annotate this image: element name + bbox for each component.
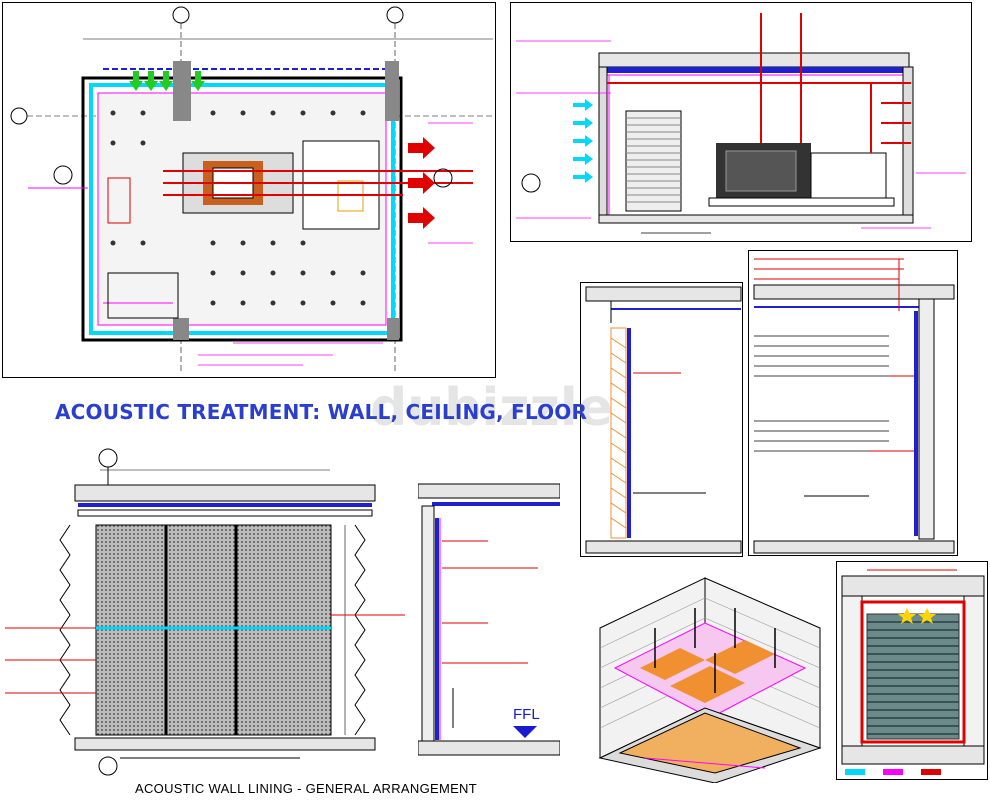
section-a-drawing: [511, 3, 971, 241]
wall-lining-section-drawing: [418, 478, 560, 760]
isometric-ceiling: [585, 568, 830, 783]
acoustic-wall-panel: [748, 250, 958, 556]
acoustic-louvre-panel: [580, 282, 743, 557]
ffl-marker-icon: [513, 726, 537, 738]
acoustic-louvre-drawing: [581, 283, 742, 556]
wall-lining-section: [418, 478, 560, 760]
floor-plan-panel: [2, 2, 496, 378]
wall-lining-elevation-drawing: [0, 440, 412, 780]
section-a-panel: [510, 2, 972, 242]
watermark-logo: dubizzle: [370, 378, 613, 438]
isometric-ceiling-drawing: [585, 568, 830, 783]
floor-plan-drawing: [3, 3, 495, 377]
drawing-caption: ACOUSTIC WALL LINING - GENERAL ARRANGEME…: [135, 781, 477, 796]
louvre-elevation-panel: [836, 561, 988, 780]
ffl-label: FFL: [513, 706, 540, 723]
acoustic-wall-drawing: [749, 251, 957, 555]
page-title: ACOUSTIC TREATMENT: WALL, CEILING, FLOOR: [55, 400, 588, 424]
wall-lining-elevation: [0, 440, 412, 780]
louvre-elevation-drawing: [837, 562, 987, 779]
